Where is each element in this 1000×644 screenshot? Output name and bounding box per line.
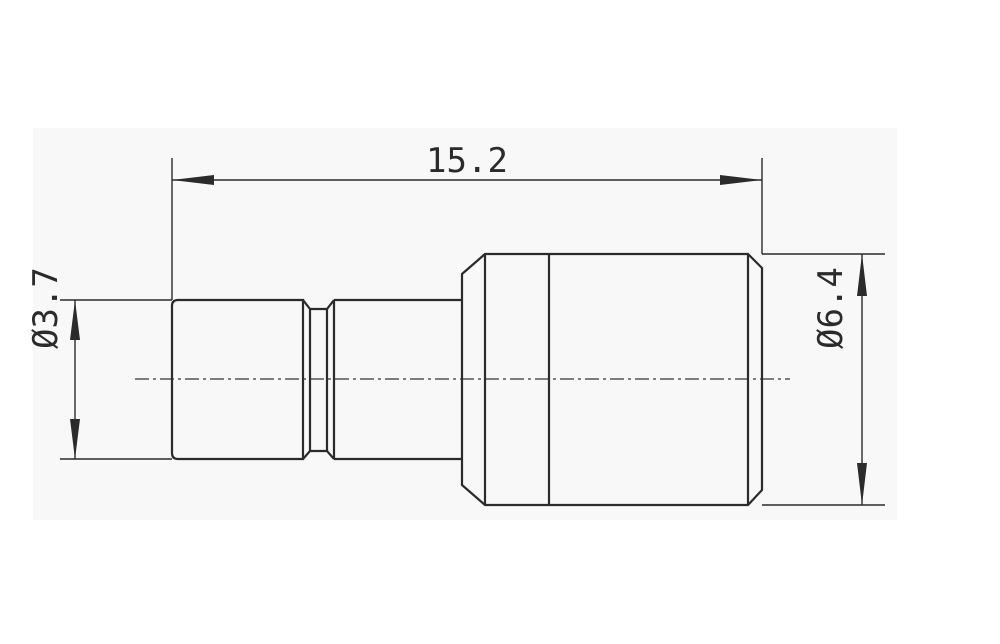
large-diameter-dimension: Ø6.4 xyxy=(762,253,885,506)
arrow-right-icon xyxy=(720,175,762,185)
arrow-left-icon xyxy=(172,175,214,185)
shaft-outline xyxy=(334,298,462,461)
groove xyxy=(302,299,336,460)
length-dimension: 15.2 xyxy=(171,141,763,300)
small-diameter-label: Ø3.7 xyxy=(26,267,66,349)
length-label: 15.2 xyxy=(426,141,508,181)
arrow-down-icon xyxy=(70,419,80,459)
arrow-up-icon xyxy=(857,254,867,296)
large-diameter-label: Ø6.4 xyxy=(811,267,851,349)
small-diameter-dimension: Ø3.7 xyxy=(26,267,172,460)
drawing-panel xyxy=(33,128,897,520)
arrow-down-icon xyxy=(857,463,867,505)
front-section-outline xyxy=(170,298,305,461)
body-outline xyxy=(460,252,764,507)
arrow-up-icon xyxy=(70,300,80,340)
